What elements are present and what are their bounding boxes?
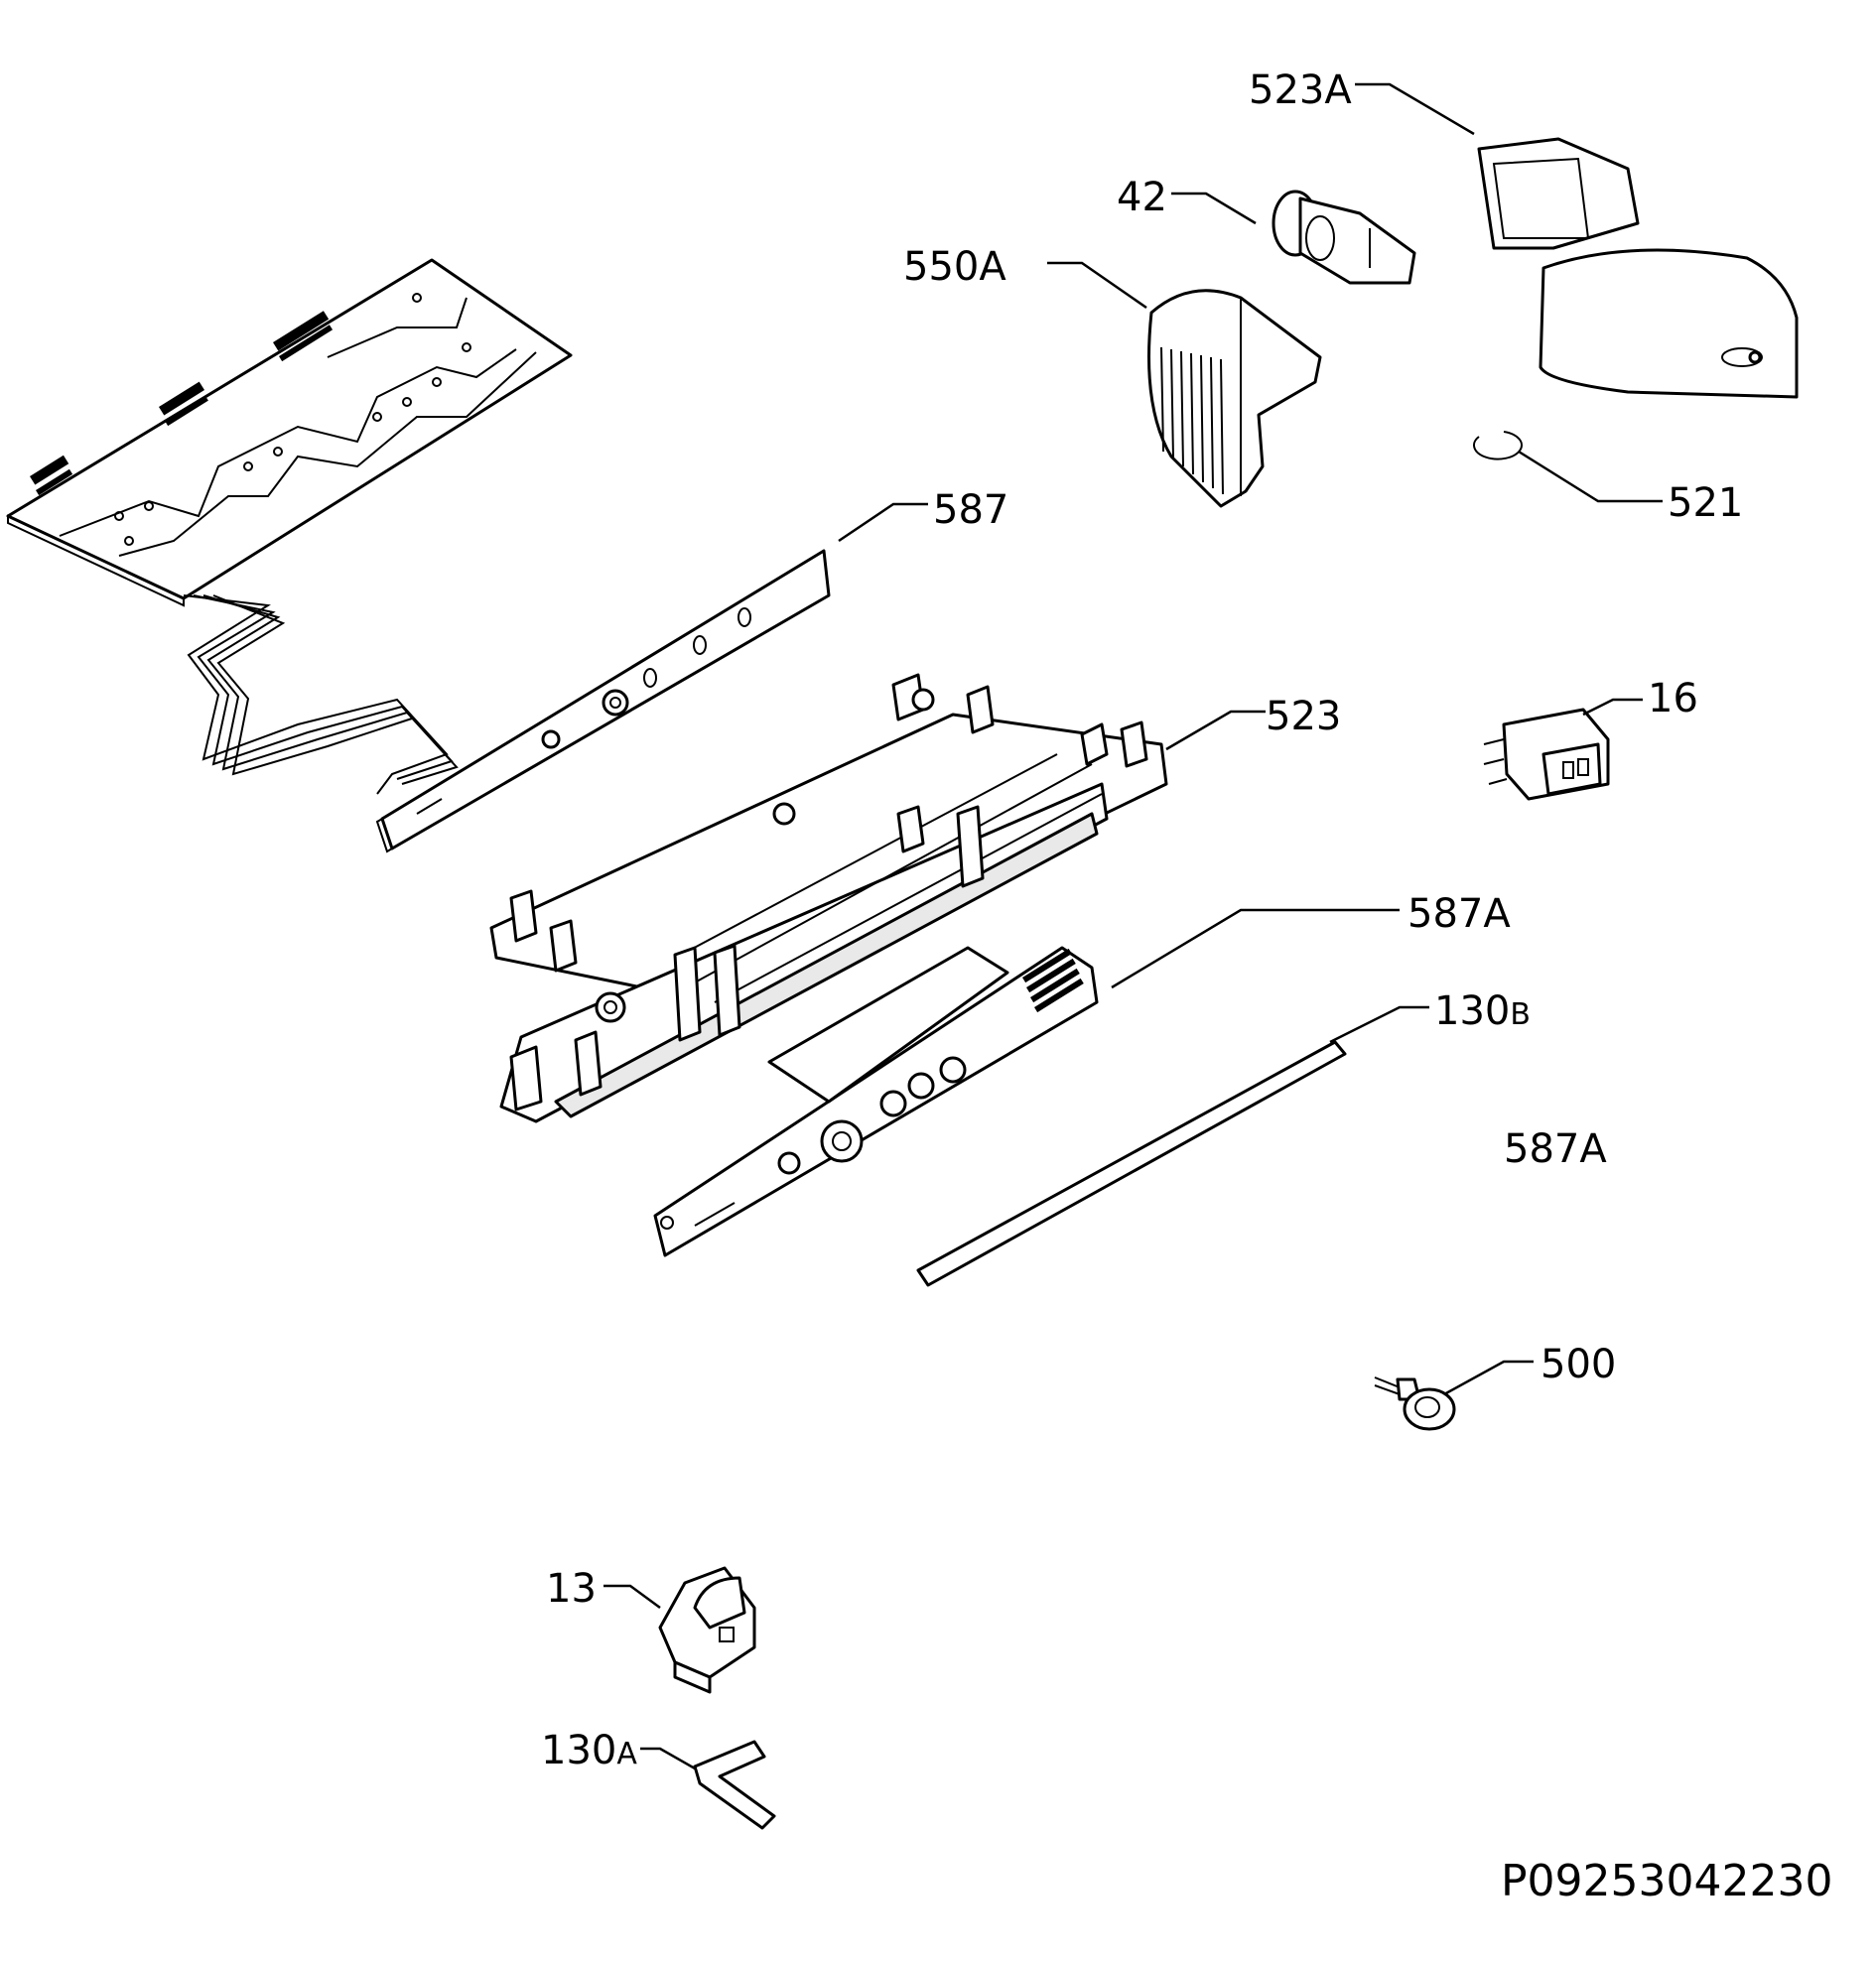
document-code: P09253042230 [1501,1856,1832,1906]
label-550A: 550A [903,244,1006,290]
switch-16 [1483,708,1610,801]
label-42: 42 [1117,175,1167,220]
label-16: 16 [1648,676,1698,721]
control-pcb [6,258,573,607]
label-130B: 130B [1434,988,1531,1034]
label-587A: 587A [1407,891,1511,937]
label-587: 587 [933,487,1008,533]
ring-521 [1473,431,1523,460]
label-523: 523 [1266,694,1341,739]
cover-523A [1477,137,1799,399]
label-521: 521 [1668,480,1743,526]
caption-587A: 587A [1504,1126,1607,1172]
knob-cover-550A [1147,289,1322,508]
label-500: 500 [1541,1342,1616,1387]
label-523A: 523A [1249,67,1352,113]
bracket-strip-587 [375,549,831,853]
leader-lines [603,82,1663,1770]
ribbon-cable [183,594,459,795]
part-labels: 523A 42 550A 521 587 523 16 587A 130B 58… [541,67,1832,1906]
label-130A: 130A [541,1728,637,1773]
label-13: 13 [546,1566,597,1612]
bracket-130A [693,1740,776,1830]
lamp-holder-42 [1272,190,1416,285]
pcb-strip-587A [653,946,1099,1257]
housing-523 [489,673,1168,1123]
bulb-500 [1374,1376,1456,1431]
rocker-switch-13 [658,1566,756,1694]
rod-130B [916,1040,1347,1287]
